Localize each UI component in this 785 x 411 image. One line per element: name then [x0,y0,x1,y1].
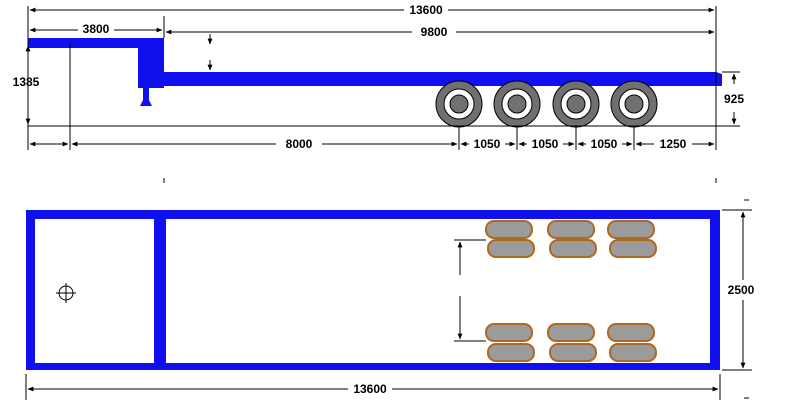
dim-deck-length: 9800 [421,25,448,39]
dim-axle-offset: 8000 [286,137,313,151]
tires-bottom-row [485,323,657,362]
dim-rear-overhang: 1250 [660,137,687,151]
dim-overall-length: 13600 [409,3,443,17]
dim-top-width: 2500 [728,283,755,297]
dim-axle-spacing-2: 1050 [532,137,559,151]
dim-top-length: 13600 [353,382,387,396]
dim-axle-spacing-3: 1050 [591,137,618,151]
dim-axle-spacing-1: 1050 [474,137,501,151]
top-view: 2500 13600 [25,199,755,400]
landing-leg-foot [140,100,152,106]
kingpin-icon [56,283,76,303]
wheel-2 [493,80,541,128]
side-view: 13600 3800 9800 1385 925 8000 1050 1050 [13,3,744,183]
dim-deck-height: 925 [724,92,744,106]
wheel-3 [552,80,600,128]
dim-gooseneck-height: 1385 [13,75,40,89]
rear-end-cap [716,72,722,86]
wheel-1 [435,80,483,128]
wheel-4 [610,80,658,128]
frame-inner-front [35,219,154,363]
tires-top-row [485,220,657,258]
gooseneck-slope [60,38,78,48]
dim-gooseneck-length: 3800 [83,22,110,36]
gooseneck-deck [28,38,164,48]
landing-leg [143,48,149,100]
